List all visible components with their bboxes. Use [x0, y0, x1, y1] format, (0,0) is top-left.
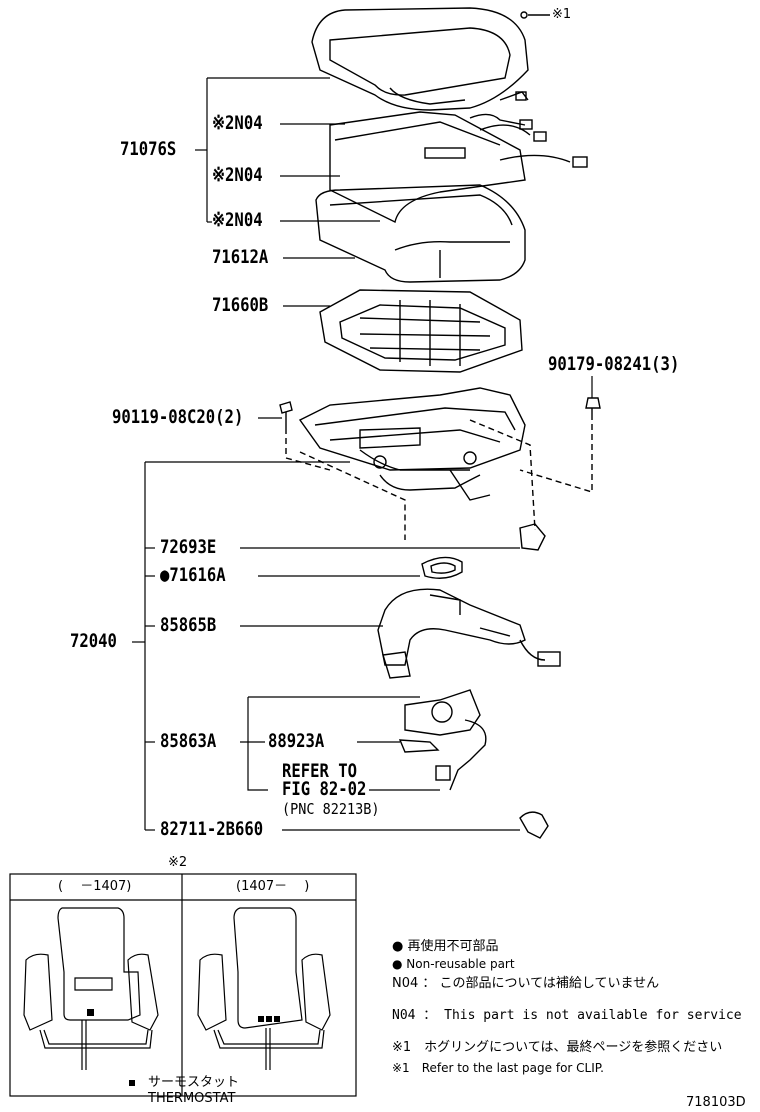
small-parts-drawing [421, 523, 546, 579]
inset-right-range: (1407－ ) [236, 879, 310, 894]
note-clip-jp: ※1 ホグリングについては、最終ページを参照ください [392, 1040, 723, 1055]
part-n04-b: ※2N04 [212, 164, 263, 186]
part-85865B: 85865B [160, 614, 217, 636]
inset-left-range: ( －1407) [58, 879, 132, 894]
part-82711-2B660: 82711-2B660 [160, 818, 264, 840]
part-72040: 72040 [70, 630, 117, 652]
harness-drawing [377, 588, 561, 679]
clip-ref-label: ※1 [552, 7, 572, 22]
part-71616A: ●71616A [160, 564, 226, 586]
part-85863A: 85863A [160, 730, 217, 752]
refer-to-line-3: (PNC 82213B) [282, 800, 380, 818]
belt-drawing [398, 689, 487, 791]
bolt-drawings [279, 397, 601, 428]
note-non-reusable-jp: ● 再使用不可部品 [392, 939, 499, 954]
part-n04-c: ※2N04 [212, 209, 263, 231]
part-71612A: 71612A [212, 246, 269, 268]
part-71076S: 71076S [120, 138, 177, 160]
part-n04-a: ※2N04 [212, 112, 263, 134]
note-clip-en: ※1 Refer to the last page for CLIP. [392, 1061, 604, 1075]
note-n04-jp: N04 ： この部品については補給していません [392, 976, 660, 991]
dashed-guides [285, 414, 593, 540]
note-non-reusable-en: ● Non-reusable part [392, 957, 515, 971]
seat-spring-drawing [319, 289, 523, 373]
leader-lines [132, 77, 593, 831]
part-88923A: 88923A [268, 730, 325, 752]
seat-cover-drawing [311, 7, 529, 111]
part-90179-08241: 90179-08241(3) [548, 353, 680, 375]
thermostat-jp-label: サーモスタット [148, 1075, 240, 1090]
diagram-id: 718103D [686, 1095, 746, 1110]
note-n04-en: N04 ： This part is not available for ser… [392, 1008, 742, 1023]
part-72693E: 72693E [160, 536, 217, 558]
seat-frame-drawing [298, 387, 526, 501]
thermostat-marks [87, 1009, 280, 1086]
refer-to-line-1: REFER TO [282, 760, 358, 782]
inset-mark: ※2 [168, 855, 188, 870]
heater-left-drawing [23, 907, 159, 1070]
refer-to-line-2: FIG 82-02 [282, 778, 367, 800]
clip-drawing [519, 811, 549, 839]
seat-heater-drawing [315, 111, 588, 283]
clip-icon [520, 11, 528, 19]
thermostat-en-label: THERMOSTAT [148, 1091, 236, 1106]
inset-boxes [9, 873, 357, 1097]
part-90119-08C20: 90119-08C20(2) [112, 406, 244, 428]
part-71660B: 71660B [212, 294, 269, 316]
heater-right-drawing [197, 907, 331, 1070]
